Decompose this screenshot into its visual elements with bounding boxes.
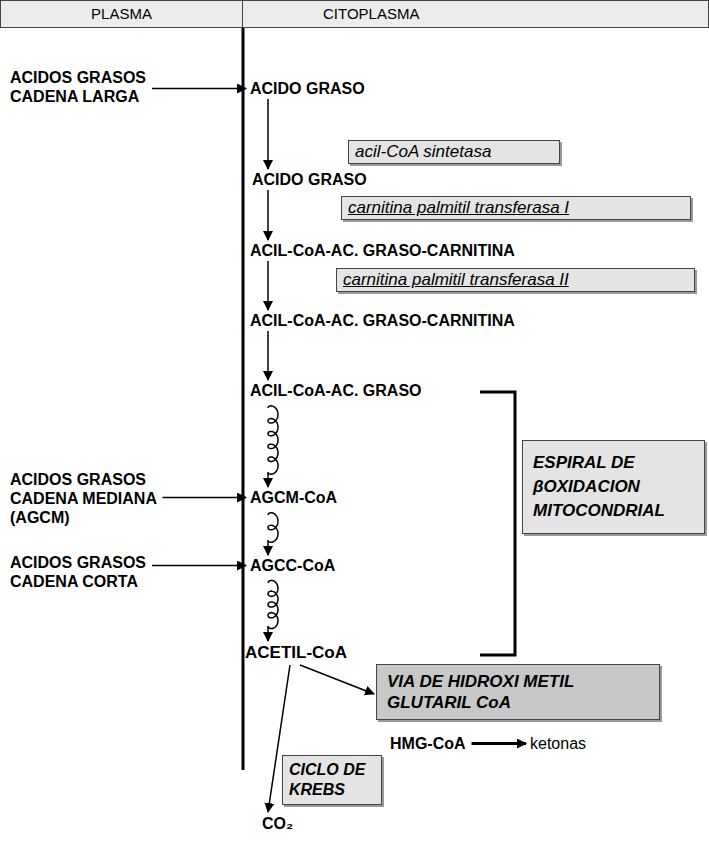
enzyme-box: carnitina palmitil transferasa I (341, 196, 691, 220)
arrow-connector (267, 190, 269, 240)
spiral-arrow (268, 406, 278, 487)
node-text: ESPIRAL DE βOXIDACION MITOCONDRIAL (533, 453, 665, 520)
header-box: PLASMA (0, 0, 243, 28)
node-text: ACETIL-CoA (245, 643, 347, 662)
node-text: carnitina palmitil transferasa I (348, 198, 569, 217)
metabolite-label: ACIL-CoA-AC. GRASO-CARNITINA (250, 241, 515, 260)
product-label: CO₂ (262, 814, 293, 833)
metabolite-label: HMG-CoA (390, 734, 466, 753)
input-label: ACIDOS GRASOS CADENA LARGA (10, 68, 180, 106)
arrow-connector (152, 565, 246, 567)
enzyme-box: acil-CoA sintetasa (348, 140, 560, 164)
metabolite-label: ACETIL-CoA (245, 643, 347, 663)
node-text: carnitina palmitil transferasa II (343, 270, 569, 289)
node-text: ACIDO GRASO (252, 171, 367, 188)
arrow-connector (300, 665, 374, 694)
node-text: CITOPLASMA (323, 5, 419, 22)
arrow-connector (267, 99, 269, 169)
node-text: VIA DE HIDROXI METIL GLUTARIL CoA (387, 672, 574, 712)
membrane-line (242, 28, 245, 770)
pathway-box: CICLO DE KREBS (282, 755, 382, 805)
pathway-box: ESPIRAL DE βOXIDACION MITOCONDRIAL (522, 440, 705, 534)
bracket (480, 392, 515, 655)
node-text: ACIL-CoA-AC. GRASO (250, 382, 422, 399)
arrow-connector (267, 331, 269, 380)
metabolite-label: AGCM-CoA (250, 488, 337, 507)
enzyme-box: carnitina palmitil transferasa II (336, 268, 695, 292)
metabolite-label: ACIDO GRASO (250, 79, 365, 98)
input-label: ACIDOS GRASOS CADENA CORTA (10, 553, 180, 591)
node-text: ketonas (530, 735, 586, 752)
arrow-connector (267, 261, 269, 310)
header-box: CITOPLASMA (242, 0, 709, 28)
node-text: ACIL-CoA-AC. GRASO-CARNITINA (250, 312, 515, 329)
arrow-connector (472, 742, 527, 745)
node-text: PLASMA (91, 5, 152, 22)
node-text: acil-CoA sintetasa (355, 142, 491, 161)
spiral-arrow (268, 580, 278, 641)
node-text: ACIDO GRASO (250, 80, 365, 97)
node-text: AGCM-CoA (250, 489, 337, 506)
node-text: CICLO DE KREBS (289, 761, 365, 798)
metabolite-label: ACIDO GRASO (252, 170, 367, 189)
spiral-arrow (268, 513, 278, 555)
metabolite-label: ACIL-CoA-AC. GRASO (250, 381, 422, 400)
metabolite-label: ACIL-CoA-AC. GRASO-CARNITINA (250, 311, 515, 330)
arrow-connector (162, 497, 246, 499)
arrow-connector (152, 88, 246, 90)
node-text: ACIL-CoA-AC. GRASO-CARNITINA (250, 242, 515, 259)
node-text: HMG-CoA (390, 735, 466, 752)
node-text: AGCC-CoA (250, 557, 335, 574)
product-label: ketonas (530, 734, 586, 753)
input-label: ACIDOS GRASOS CADENA MEDIANA (AGCM) (10, 470, 180, 527)
node-text: ACIDOS GRASOS CADENA MEDIANA (AGCM) (10, 471, 156, 526)
metabolite-label: AGCC-CoA (250, 556, 335, 575)
node-text: CO₂ (262, 815, 293, 832)
node-text: ACIDOS GRASOS CADENA LARGA (10, 69, 146, 105)
pathway-box: VIA DE HIDROXI METIL GLUTARIL CoA (376, 664, 660, 720)
node-text: ACIDOS GRASOS CADENA CORTA (10, 554, 146, 590)
